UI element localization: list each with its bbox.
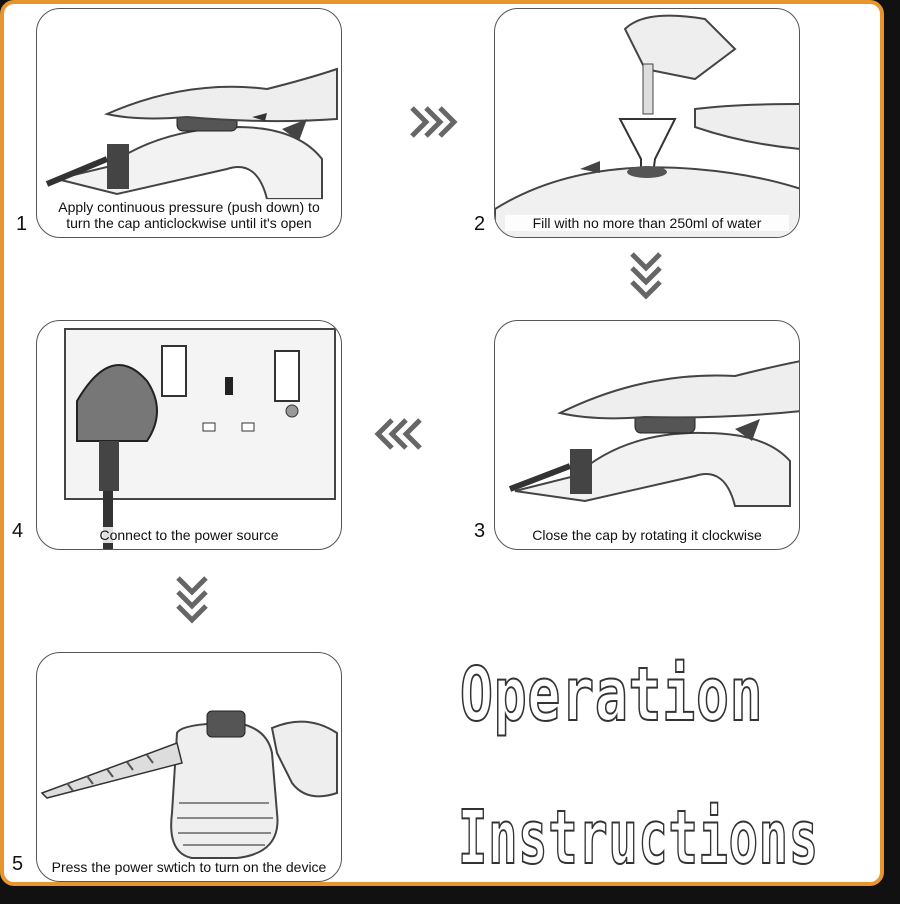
- step-5-caption: Press the power swtich to turn on the de…: [47, 859, 331, 875]
- chevron-down-icon: [176, 576, 208, 624]
- step-5-panel: Press the power swtich to turn on the de…: [36, 652, 342, 882]
- chevron-right-icon: [410, 106, 458, 138]
- step-4-caption: Connect to the power source: [47, 527, 331, 543]
- step-2-caption: Fill with no more than 250ml of water: [505, 215, 789, 231]
- step-5-number: 5: [12, 853, 24, 875]
- step-3-panel: Close the cap by rotating it clockwise: [494, 320, 800, 550]
- filling-water-illustration: [495, 14, 799, 237]
- chevron-left-icon: [374, 418, 422, 450]
- step-2-number: 2: [474, 213, 486, 235]
- step-2-panel: Fill with no more than 250ml of water: [494, 8, 800, 238]
- step-3-caption: Close the cap by rotating it clockwise: [505, 527, 789, 543]
- step-1-panel: Apply continuous pressure (push down) to…: [36, 8, 342, 238]
- step-1-caption: Apply continuous pressure (push down) to…: [47, 199, 331, 231]
- step-4-panel: Connect to the power source: [36, 320, 342, 550]
- steamer-cap-close-illustration: [508, 360, 799, 507]
- plug-in-socket-illustration: [64, 328, 336, 549]
- steamer-cap-open-illustration: [45, 67, 338, 200]
- step-1-number: 1: [16, 213, 28, 235]
- power-switch-illustration: [40, 710, 338, 859]
- title-line-1: Operation: [459, 651, 764, 739]
- title-line-2: Instructions: [457, 794, 819, 882]
- chevron-down-icon: [630, 252, 662, 300]
- step-4-number: 4: [12, 520, 24, 542]
- step-3-number: 3: [474, 520, 486, 542]
